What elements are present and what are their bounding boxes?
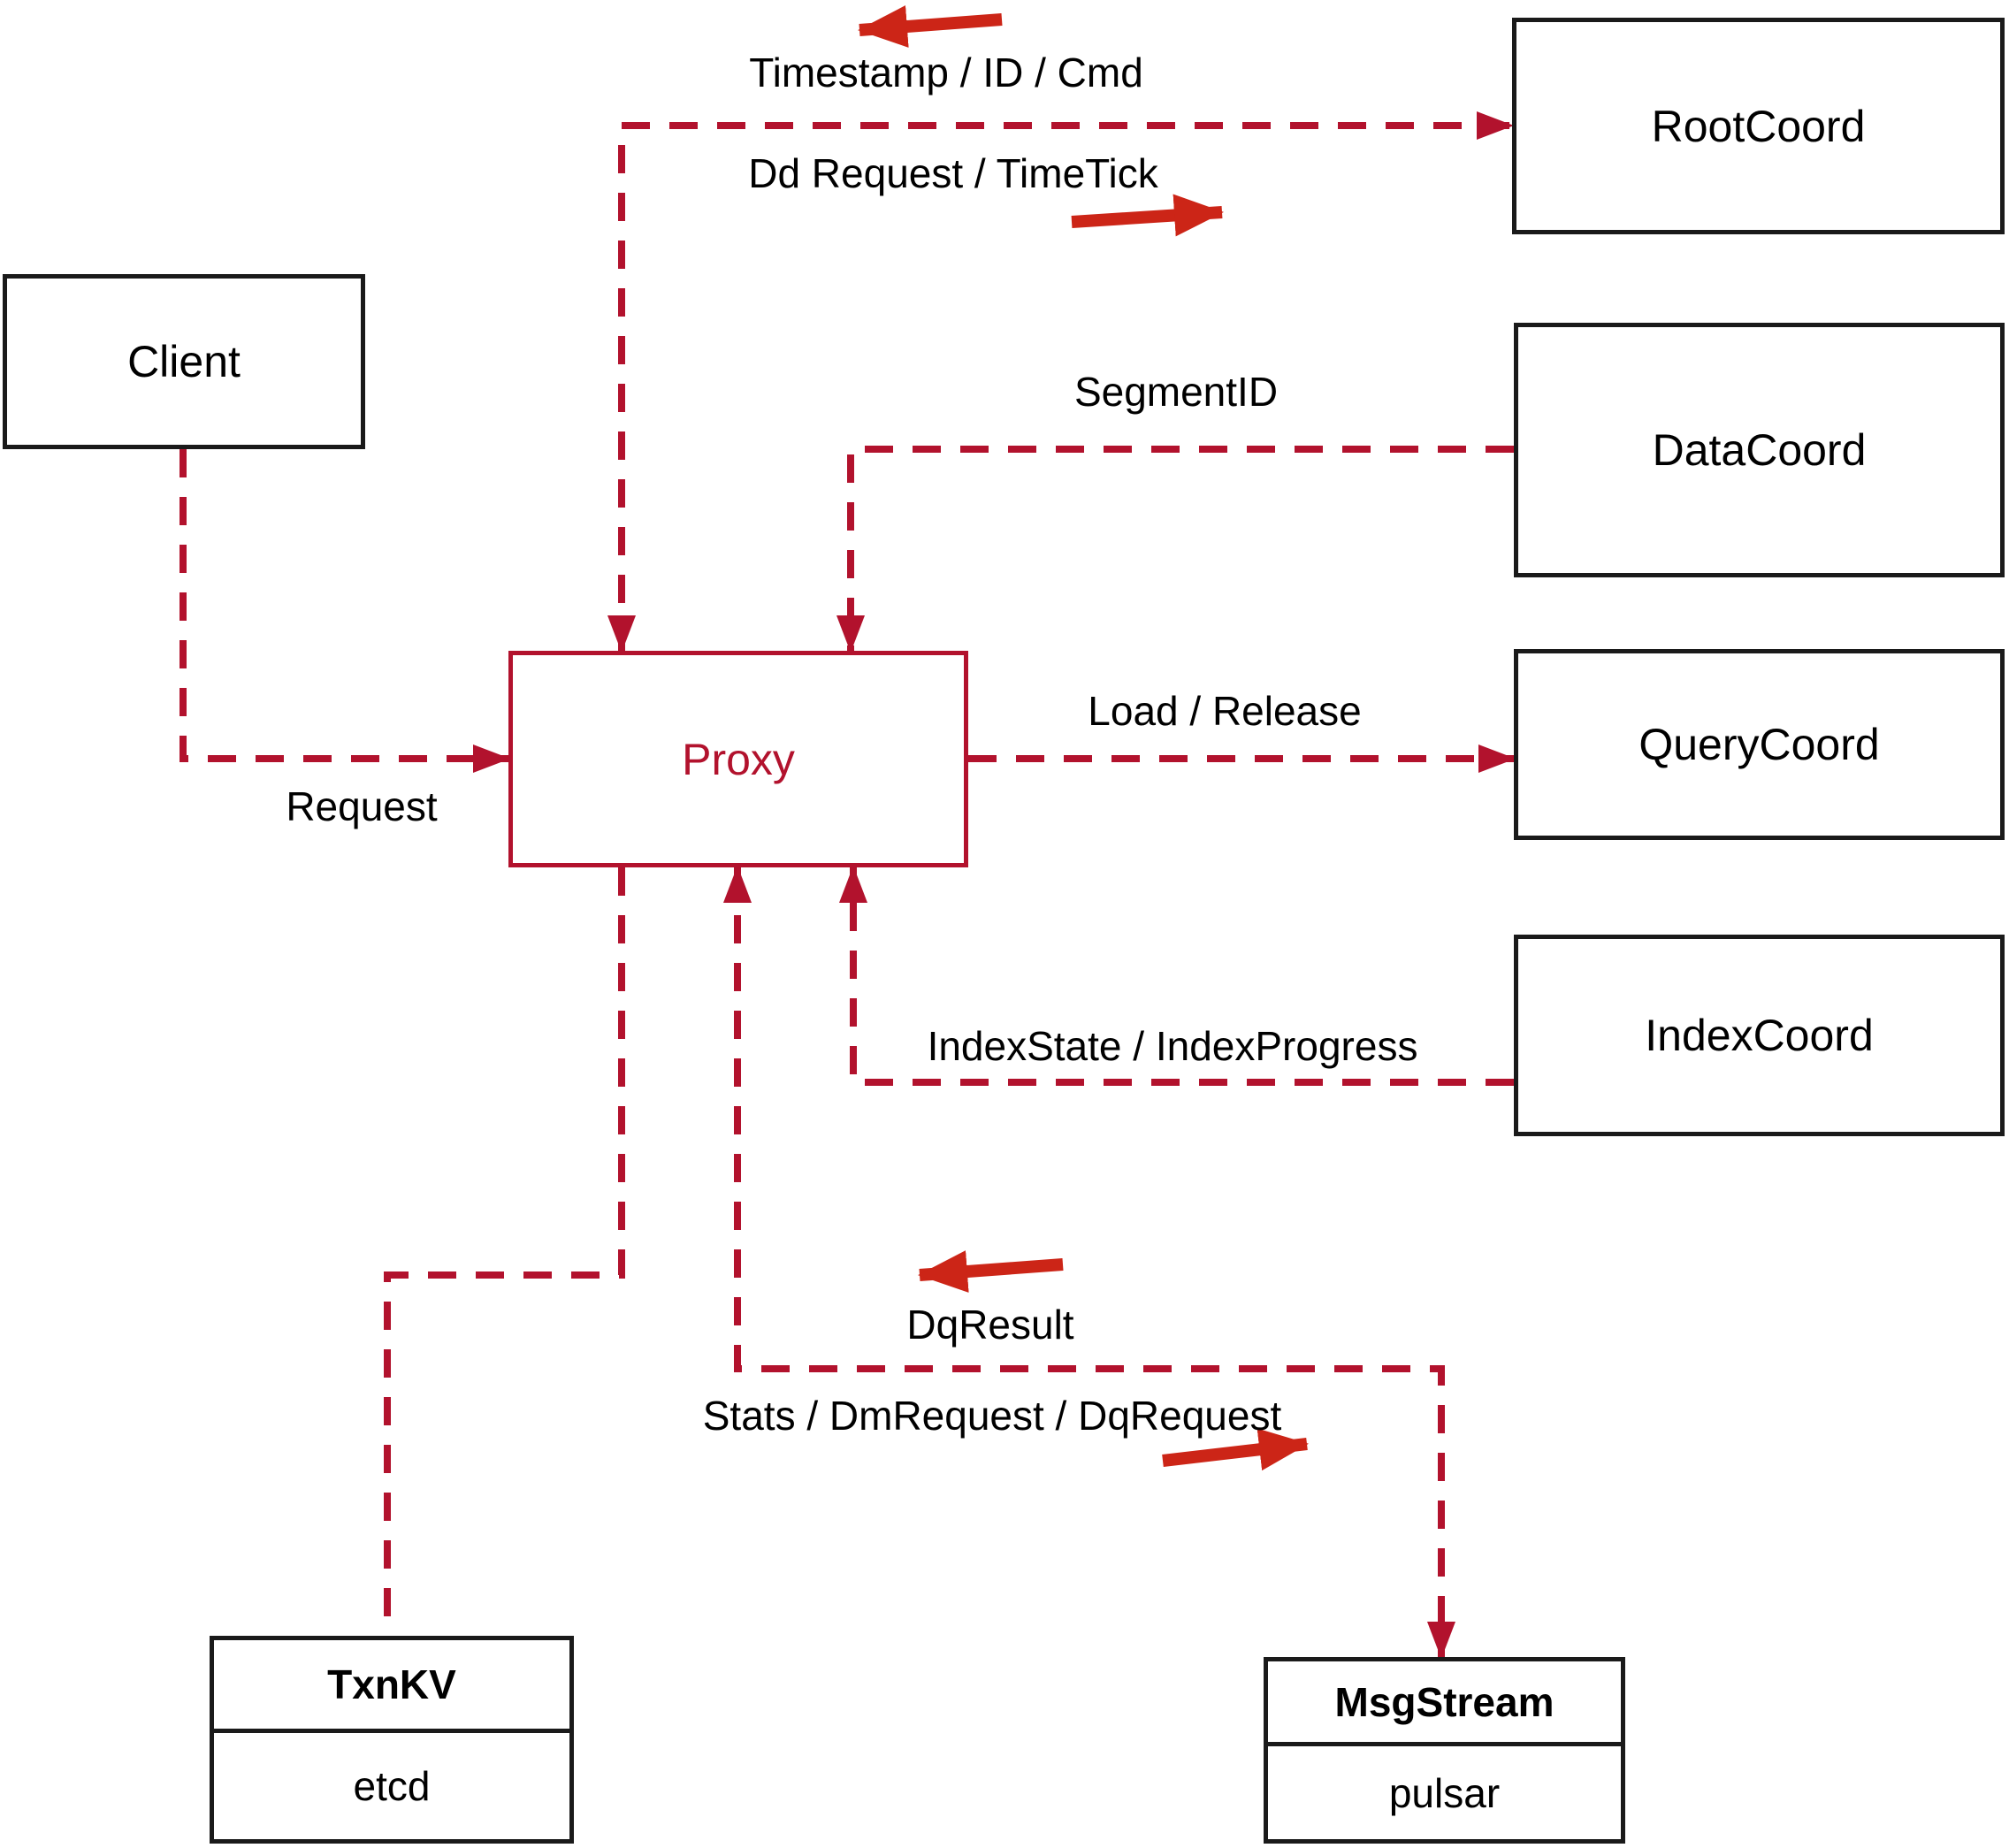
node-querycoord: QueryCoord [1514, 649, 2005, 840]
edge-label-index-state: IndexState / IndexProgress [927, 1023, 1418, 1069]
arrowhead-into-querycoord [1478, 745, 1516, 773]
arrowhead-into-proxy-top-left [607, 615, 636, 653]
node-txnkv-title: TxnKV [214, 1640, 569, 1733]
edge-proxy-msgstream [734, 867, 1445, 1657]
direction-arrow-stats-right [1162, 1428, 1309, 1471]
edge-label-stats: Stats / DmRequest / DqRequest [702, 1393, 1282, 1439]
edge-client-proxy [180, 449, 508, 762]
node-proxy: Proxy [508, 651, 968, 867]
edge-label-segment-id: SegmentID [1073, 369, 1279, 415]
arrowhead-into-msgstream [1427, 1622, 1455, 1659]
node-txnkv: TxnKV etcd [210, 1636, 574, 1844]
node-client-label: Client [127, 337, 241, 386]
node-datacoord: DataCoord [1514, 323, 2005, 577]
node-txnkv-body: etcd [353, 1763, 431, 1809]
node-proxy-label: Proxy [682, 734, 795, 784]
node-msgstream-body: pulsar [1388, 1769, 1501, 1816]
arrowhead-into-proxy-left [473, 745, 510, 773]
node-rootcoord: RootCoord [1512, 18, 2005, 234]
edge-label-dq-result: DqResult [906, 1302, 1074, 1348]
edge-proxy-txnkv [384, 867, 625, 1636]
node-rootcoord-label: RootCoord [1651, 101, 1866, 151]
edge-label-dd-request: Dd Request / TimeTick [748, 150, 1158, 196]
arrowhead-into-proxy-bottom-left [723, 866, 752, 903]
edge-label-load-release: Load / Release [1088, 688, 1362, 734]
node-msgstream: MsgStream pulsar [1264, 1657, 1625, 1844]
edge-datacoord-proxy [847, 446, 1514, 651]
node-querycoord-label: QueryCoord [1639, 720, 1880, 769]
arrowhead-into-rootcoord [1477, 111, 1514, 140]
node-indexcoord-label: IndexCoord [1645, 1011, 1874, 1060]
edge-label-timestamp: Timestamp / ID / Cmd [749, 50, 1143, 95]
node-msgstream-title: MsgStream [1268, 1661, 1621, 1746]
arrowhead-into-proxy-top-right [836, 615, 865, 653]
edge-proxy-rootcoord [618, 122, 1512, 651]
edge-label-request: Request [286, 783, 438, 829]
node-client: Client [3, 274, 365, 449]
direction-arrow-dqresult-left [918, 1250, 1064, 1293]
node-datacoord-label: DataCoord [1652, 425, 1867, 475]
arrowhead-into-proxy-bottom-right [839, 866, 867, 903]
direction-arrow-timestamp-left [858, 5, 1003, 48]
node-indexcoord: IndexCoord [1514, 935, 2005, 1136]
direction-arrow-ddrequest-right [1071, 194, 1224, 237]
